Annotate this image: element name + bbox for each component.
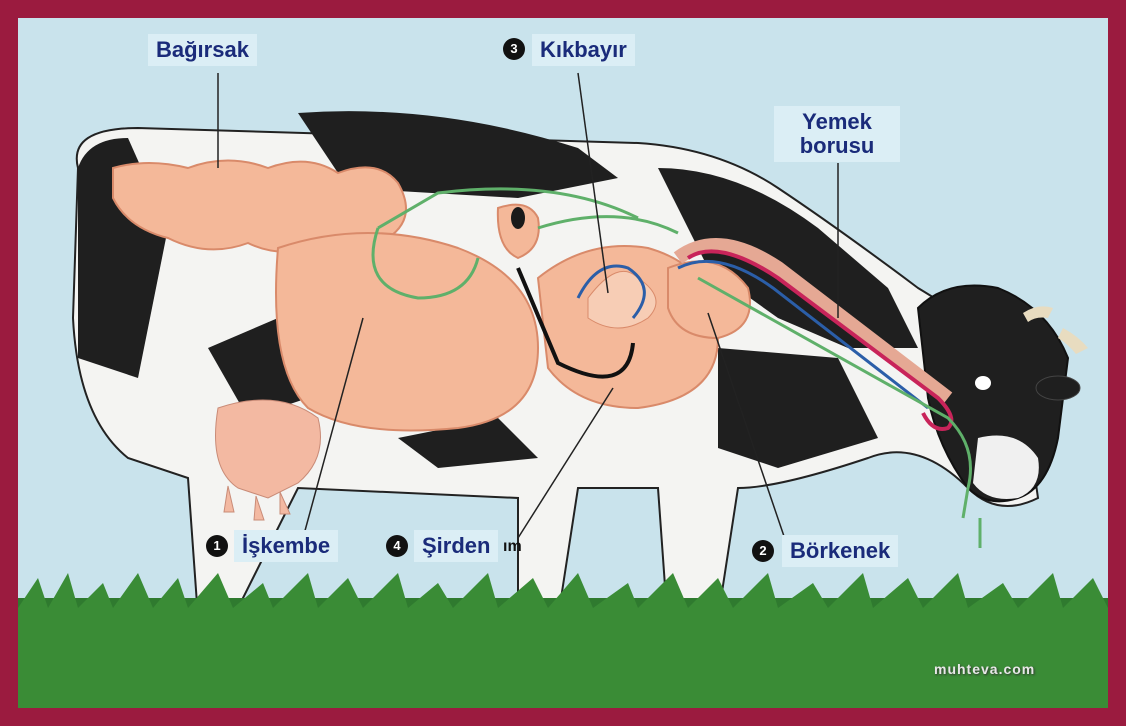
label-rumen: İşkembe <box>234 530 338 562</box>
cow-illustration <box>18 18 1108 708</box>
label-reticulum: Kıkbayır <box>532 34 635 66</box>
diagram-canvas: Bağırsak Kıkbayır 3 Yemek borusu 1 İşkem… <box>18 18 1108 708</box>
label-fragment: ım <box>503 538 522 556</box>
label-abomasum: Şirden <box>414 530 498 562</box>
grass <box>18 573 1108 708</box>
watermark: muhteva.com <box>934 661 1035 677</box>
label-intestine: Bağırsak <box>148 34 257 66</box>
number-badge-4: 4 <box>386 535 408 557</box>
number-badge-2: 2 <box>752 540 774 562</box>
label-esophagus: Yemek borusu <box>774 106 900 162</box>
number-badge-1: 1 <box>206 535 228 557</box>
number-badge-3: 3 <box>503 38 525 60</box>
label-omasum: Börkenek <box>782 535 898 567</box>
